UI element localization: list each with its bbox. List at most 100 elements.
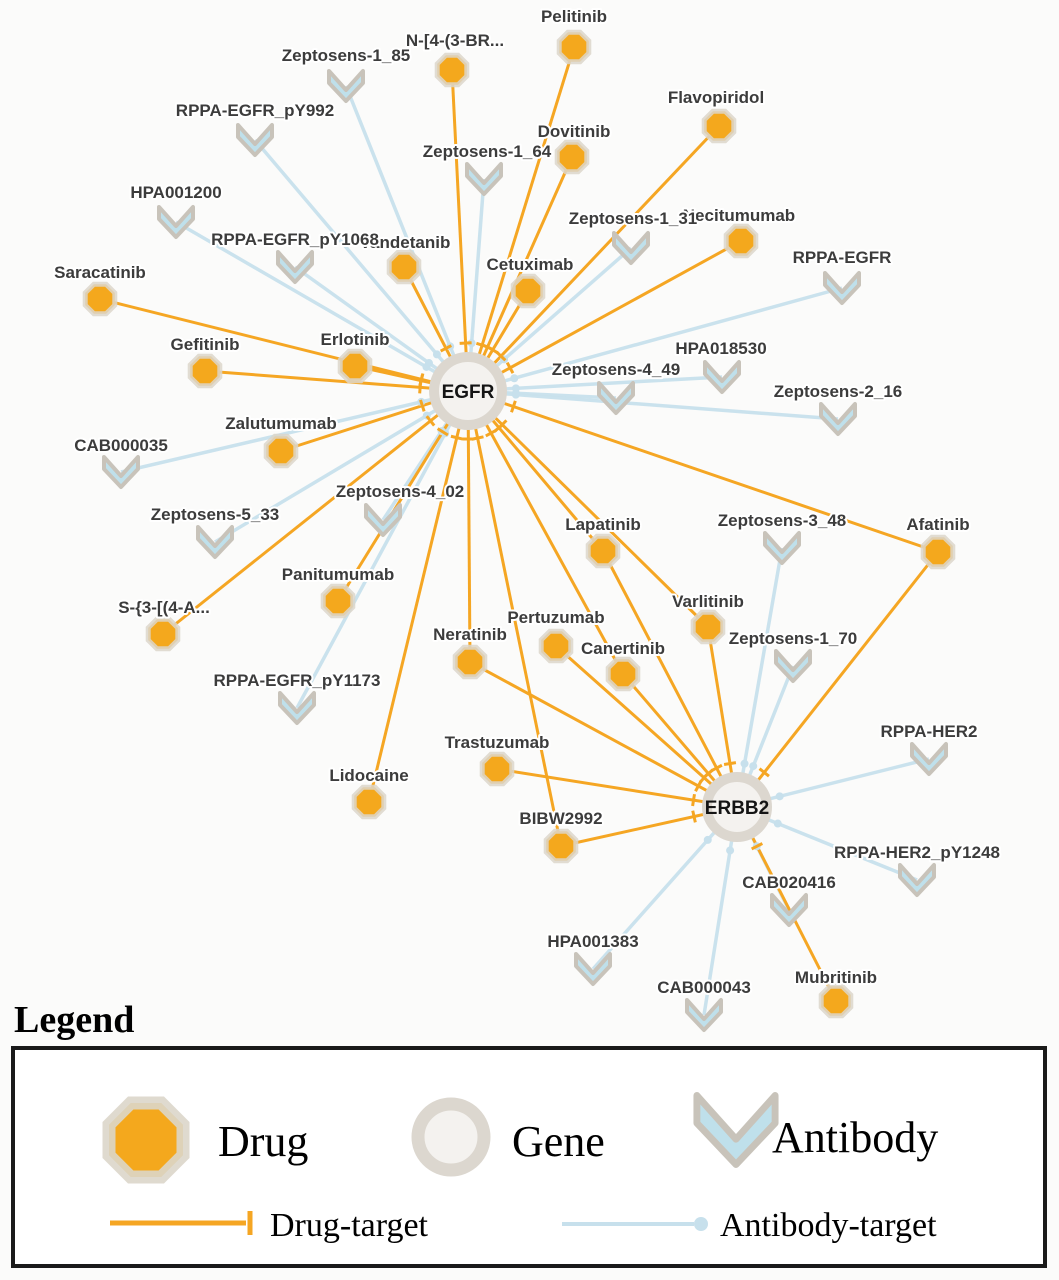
- node-label-flavopiridol: Flavopiridol: [668, 88, 764, 107]
- antibody-node-py1173[interactable]: [278, 691, 316, 725]
- chevron-icon: [465, 162, 503, 196]
- antibody-node-hpa001383[interactable]: [574, 952, 612, 986]
- antibody-node-rppa_her2[interactable]: [910, 742, 948, 776]
- drug-node-trastuzumab[interactable]: [479, 751, 515, 787]
- chevron-icon: [278, 691, 316, 725]
- gene-circle-swatch: [411, 1097, 491, 1177]
- drug-node-necitumumab[interactable]: [723, 223, 759, 259]
- drug-node-vandetanib[interactable]: [386, 249, 422, 285]
- node-label-z5_33: Zeptosens-5_33: [151, 505, 280, 524]
- node-label-z1_85: Zeptosens-1_85: [282, 46, 411, 65]
- node-label-cab020416: CAB020416: [742, 873, 836, 892]
- chevron-icon: [770, 893, 808, 927]
- node-label-z2_16: Zeptosens-2_16: [774, 382, 903, 401]
- antibody-target-legend-label: Antibody-target: [720, 1207, 937, 1244]
- drug-icon: [102, 1096, 190, 1184]
- drug-node-gefitinib[interactable]: [187, 353, 223, 389]
- chevron-icon: [597, 381, 635, 415]
- tee-arrowhead: [439, 344, 453, 353]
- antibody-node-hpa018530[interactable]: [703, 360, 741, 394]
- drug-node-canertinib[interactable]: [605, 656, 641, 692]
- antibody-node-cab000035[interactable]: [102, 455, 140, 489]
- nodes-layer: [82, 29, 956, 1032]
- antibody-node-cab000043[interactable]: [685, 998, 723, 1032]
- labels-layer: EGFRERBB2PelitinibN-[4-(3-BR...Flavopiri…: [52, 5, 1002, 999]
- node-label-necitumumab: Necitumumab: [683, 206, 795, 225]
- drug-node-panitumumab[interactable]: [320, 583, 356, 619]
- edge-antibody-target-hpa018530-egfr: [467, 375, 723, 393]
- node-label-hpa018530: HPA018530: [675, 339, 766, 358]
- node-label-py1173: RPPA-EGFR_pY1173: [214, 671, 381, 690]
- edge-drug-target-neratinib-erbb2: [469, 660, 738, 809]
- drug-node-flavopiridol[interactable]: [701, 108, 737, 144]
- drug-node-erlotinib[interactable]: [337, 348, 373, 384]
- antibody-node-z1_64[interactable]: [465, 162, 503, 196]
- legend-title: Legend: [14, 999, 134, 1041]
- drug-node-cetuximab[interactable]: [510, 273, 546, 309]
- tee-arrowhead: [691, 810, 697, 823]
- drug-node-zalutumumab[interactable]: [263, 433, 299, 469]
- drug-target-legend-label: Drug-target: [270, 1207, 429, 1244]
- antibody-node-py1068[interactable]: [276, 250, 314, 284]
- drug-node-varlitinib[interactable]: [690, 609, 726, 645]
- drug-node-saracatinib[interactable]: [82, 281, 118, 317]
- dot-arrowhead: [773, 819, 782, 828]
- drug-node-mubritinib[interactable]: [818, 983, 854, 1019]
- antibody-node-rppa_egfr[interactable]: [823, 271, 861, 305]
- antibody-node-hpa001200[interactable]: [157, 205, 195, 239]
- edge-drug-target-canertinib-egfr: [466, 390, 625, 675]
- drug-node-s3_4a[interactable]: [145, 616, 181, 652]
- chevron-icon: [364, 503, 402, 537]
- node-label-cetuximab: Cetuximab: [487, 255, 574, 274]
- antibody-target-dot-swatch: [694, 1217, 708, 1231]
- node-label-z3_48: Zeptosens-3_48: [718, 511, 847, 530]
- gene-node-erbb2[interactable]: [702, 772, 772, 842]
- node-label-hpa001200: HPA001200: [130, 183, 221, 202]
- drug-node-dovitinib[interactable]: [554, 139, 590, 175]
- antibody-node-her2_py1248[interactable]: [898, 863, 936, 897]
- drug-node-bibw2992[interactable]: [543, 828, 579, 864]
- drug-node-afatinib[interactable]: [920, 534, 956, 570]
- chevron-icon: [102, 455, 140, 489]
- node-label-z1_70: Zeptosens-1_70: [729, 629, 858, 648]
- antibody-node-cab020416[interactable]: [770, 893, 808, 927]
- antibody-node-z5_33[interactable]: [196, 525, 234, 559]
- drug-node-pertuzumab[interactable]: [538, 628, 574, 664]
- drug-node-lapatinib[interactable]: [585, 533, 621, 569]
- edge-drug-target-flavopiridol-egfr: [466, 124, 721, 393]
- node-label-zalutumumab: Zalutumumab: [225, 414, 336, 433]
- antibody-node-z2_16[interactable]: [819, 402, 857, 436]
- antibody-node-z4_49[interactable]: [597, 381, 635, 415]
- node-label-s3_4a: S-{3-[(4-A...: [118, 598, 210, 617]
- antibody-node-z1_31[interactable]: [612, 231, 650, 265]
- node-label-z1_31: Zeptosens-1_31: [569, 209, 698, 228]
- drug-node-pelitinib[interactable]: [556, 29, 592, 65]
- drug-node-n4_3br[interactable]: [434, 52, 470, 88]
- chevron-icon: [823, 271, 861, 305]
- edge-drug-target-dovitinib-egfr: [466, 156, 574, 392]
- node-label-her2_py1248: RPPA-HER2_pY1248: [834, 843, 1000, 862]
- edge-drug-target-pertuzumab-erbb2: [555, 644, 738, 809]
- edge-drug-target-bibw2992-egfr: [466, 390, 563, 847]
- gene-node-egfr[interactable]: [429, 352, 507, 430]
- dot-arrowhead: [703, 835, 712, 844]
- tee-arrowhead: [418, 374, 424, 387]
- antibody-node-z1_85[interactable]: [327, 69, 365, 103]
- node-label-canertinib: Canertinib: [581, 639, 665, 658]
- node-label-vandetanib: Vandetanib: [360, 233, 451, 252]
- drug-node-lidocaine[interactable]: [351, 784, 387, 820]
- edge-drug-target-lidocaine-egfr: [367, 390, 470, 803]
- antibody-node-py992[interactable]: [236, 123, 274, 157]
- drug-target-edge-swatch: [110, 1211, 253, 1235]
- node-label-afatinib: Afatinib: [906, 515, 969, 534]
- antibody-node-z3_48[interactable]: [763, 531, 801, 565]
- chevron-icon: [612, 231, 650, 265]
- drug-node-neratinib[interactable]: [452, 644, 488, 680]
- antibody-target-edge-swatch: [562, 1217, 708, 1231]
- edge-drug-target-varlitinib-egfr: [466, 389, 710, 629]
- antibody-node-z4_02[interactable]: [364, 503, 402, 537]
- gene-legend-label: Gene: [512, 1117, 605, 1166]
- gene-label-egfr: EGFR: [442, 382, 495, 403]
- dot-arrowhead: [511, 390, 520, 399]
- antibody-node-z1_70[interactable]: [774, 649, 812, 683]
